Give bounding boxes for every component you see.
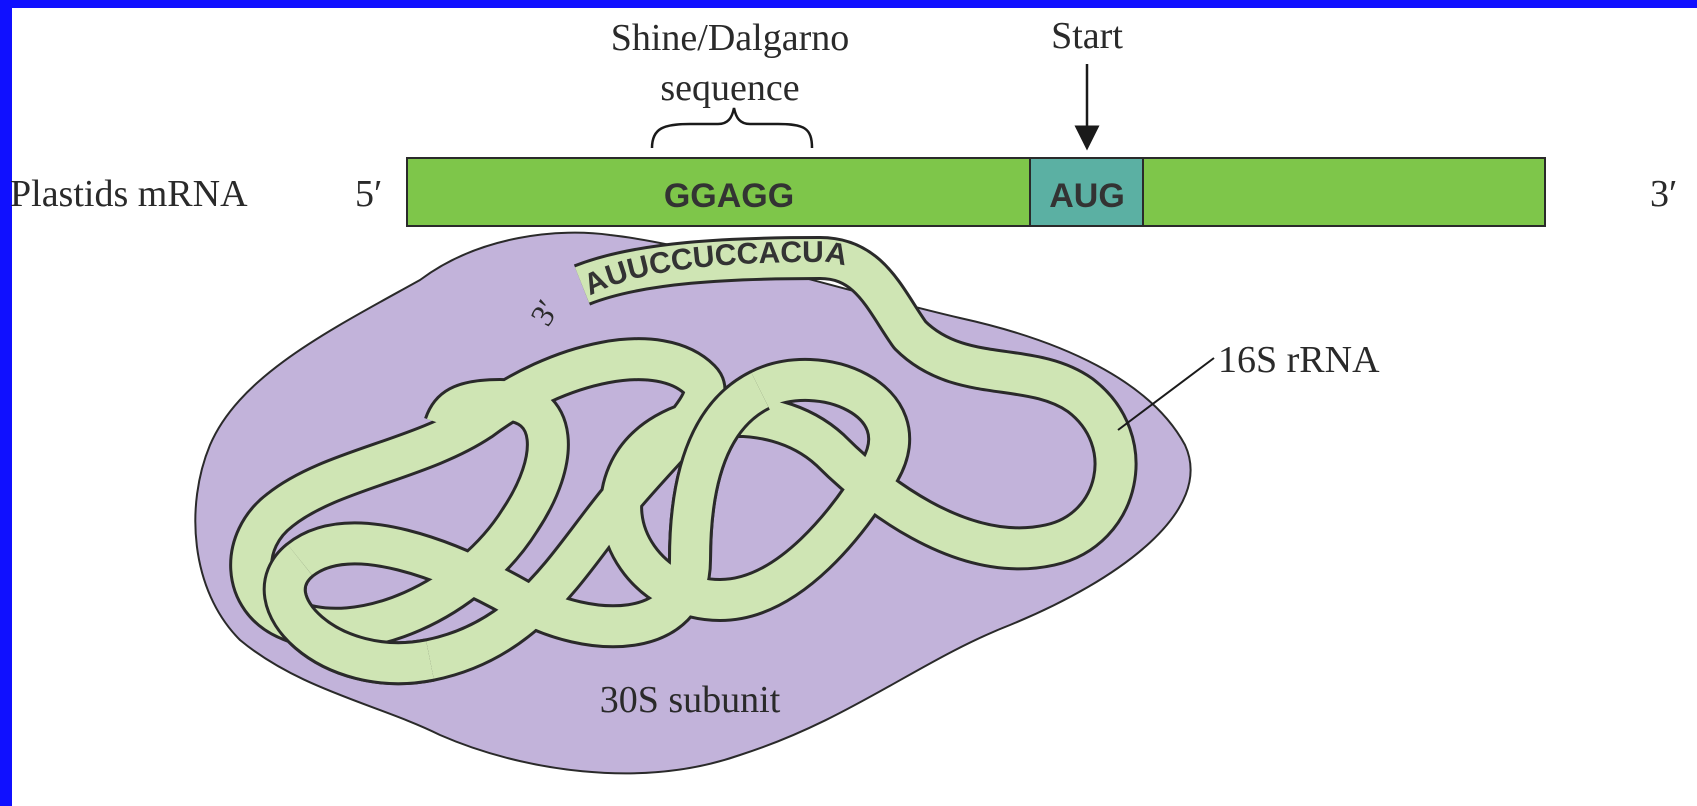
start-codon-label: AUG [1049, 177, 1125, 215]
mrna-bar [406, 157, 1546, 227]
shine-dalgarno-sequence: GGAGG [664, 177, 794, 215]
mrna-3prime-label: 3′ [1650, 173, 1677, 215]
start-codon-box [1029, 157, 1144, 227]
16s-rrna-label: 16S rRNA [1218, 339, 1380, 381]
start-label: Start [1051, 15, 1123, 57]
16s-rrna-strand [229, 236, 1138, 686]
mrna-name-label: Plastids mRNA [10, 173, 248, 215]
shine-dalgarno-brace [650, 107, 814, 149]
mrna-5prime-label: 5′ [355, 173, 382, 215]
shine-dalgarno-title-line1: Shine/Dalgarno [611, 17, 850, 59]
shine-dalgarno-title-line2: sequence [660, 67, 799, 109]
30s-subunit-label: 30S subunit [600, 679, 781, 721]
16s-rrna-leader-line [1117, 357, 1215, 431]
